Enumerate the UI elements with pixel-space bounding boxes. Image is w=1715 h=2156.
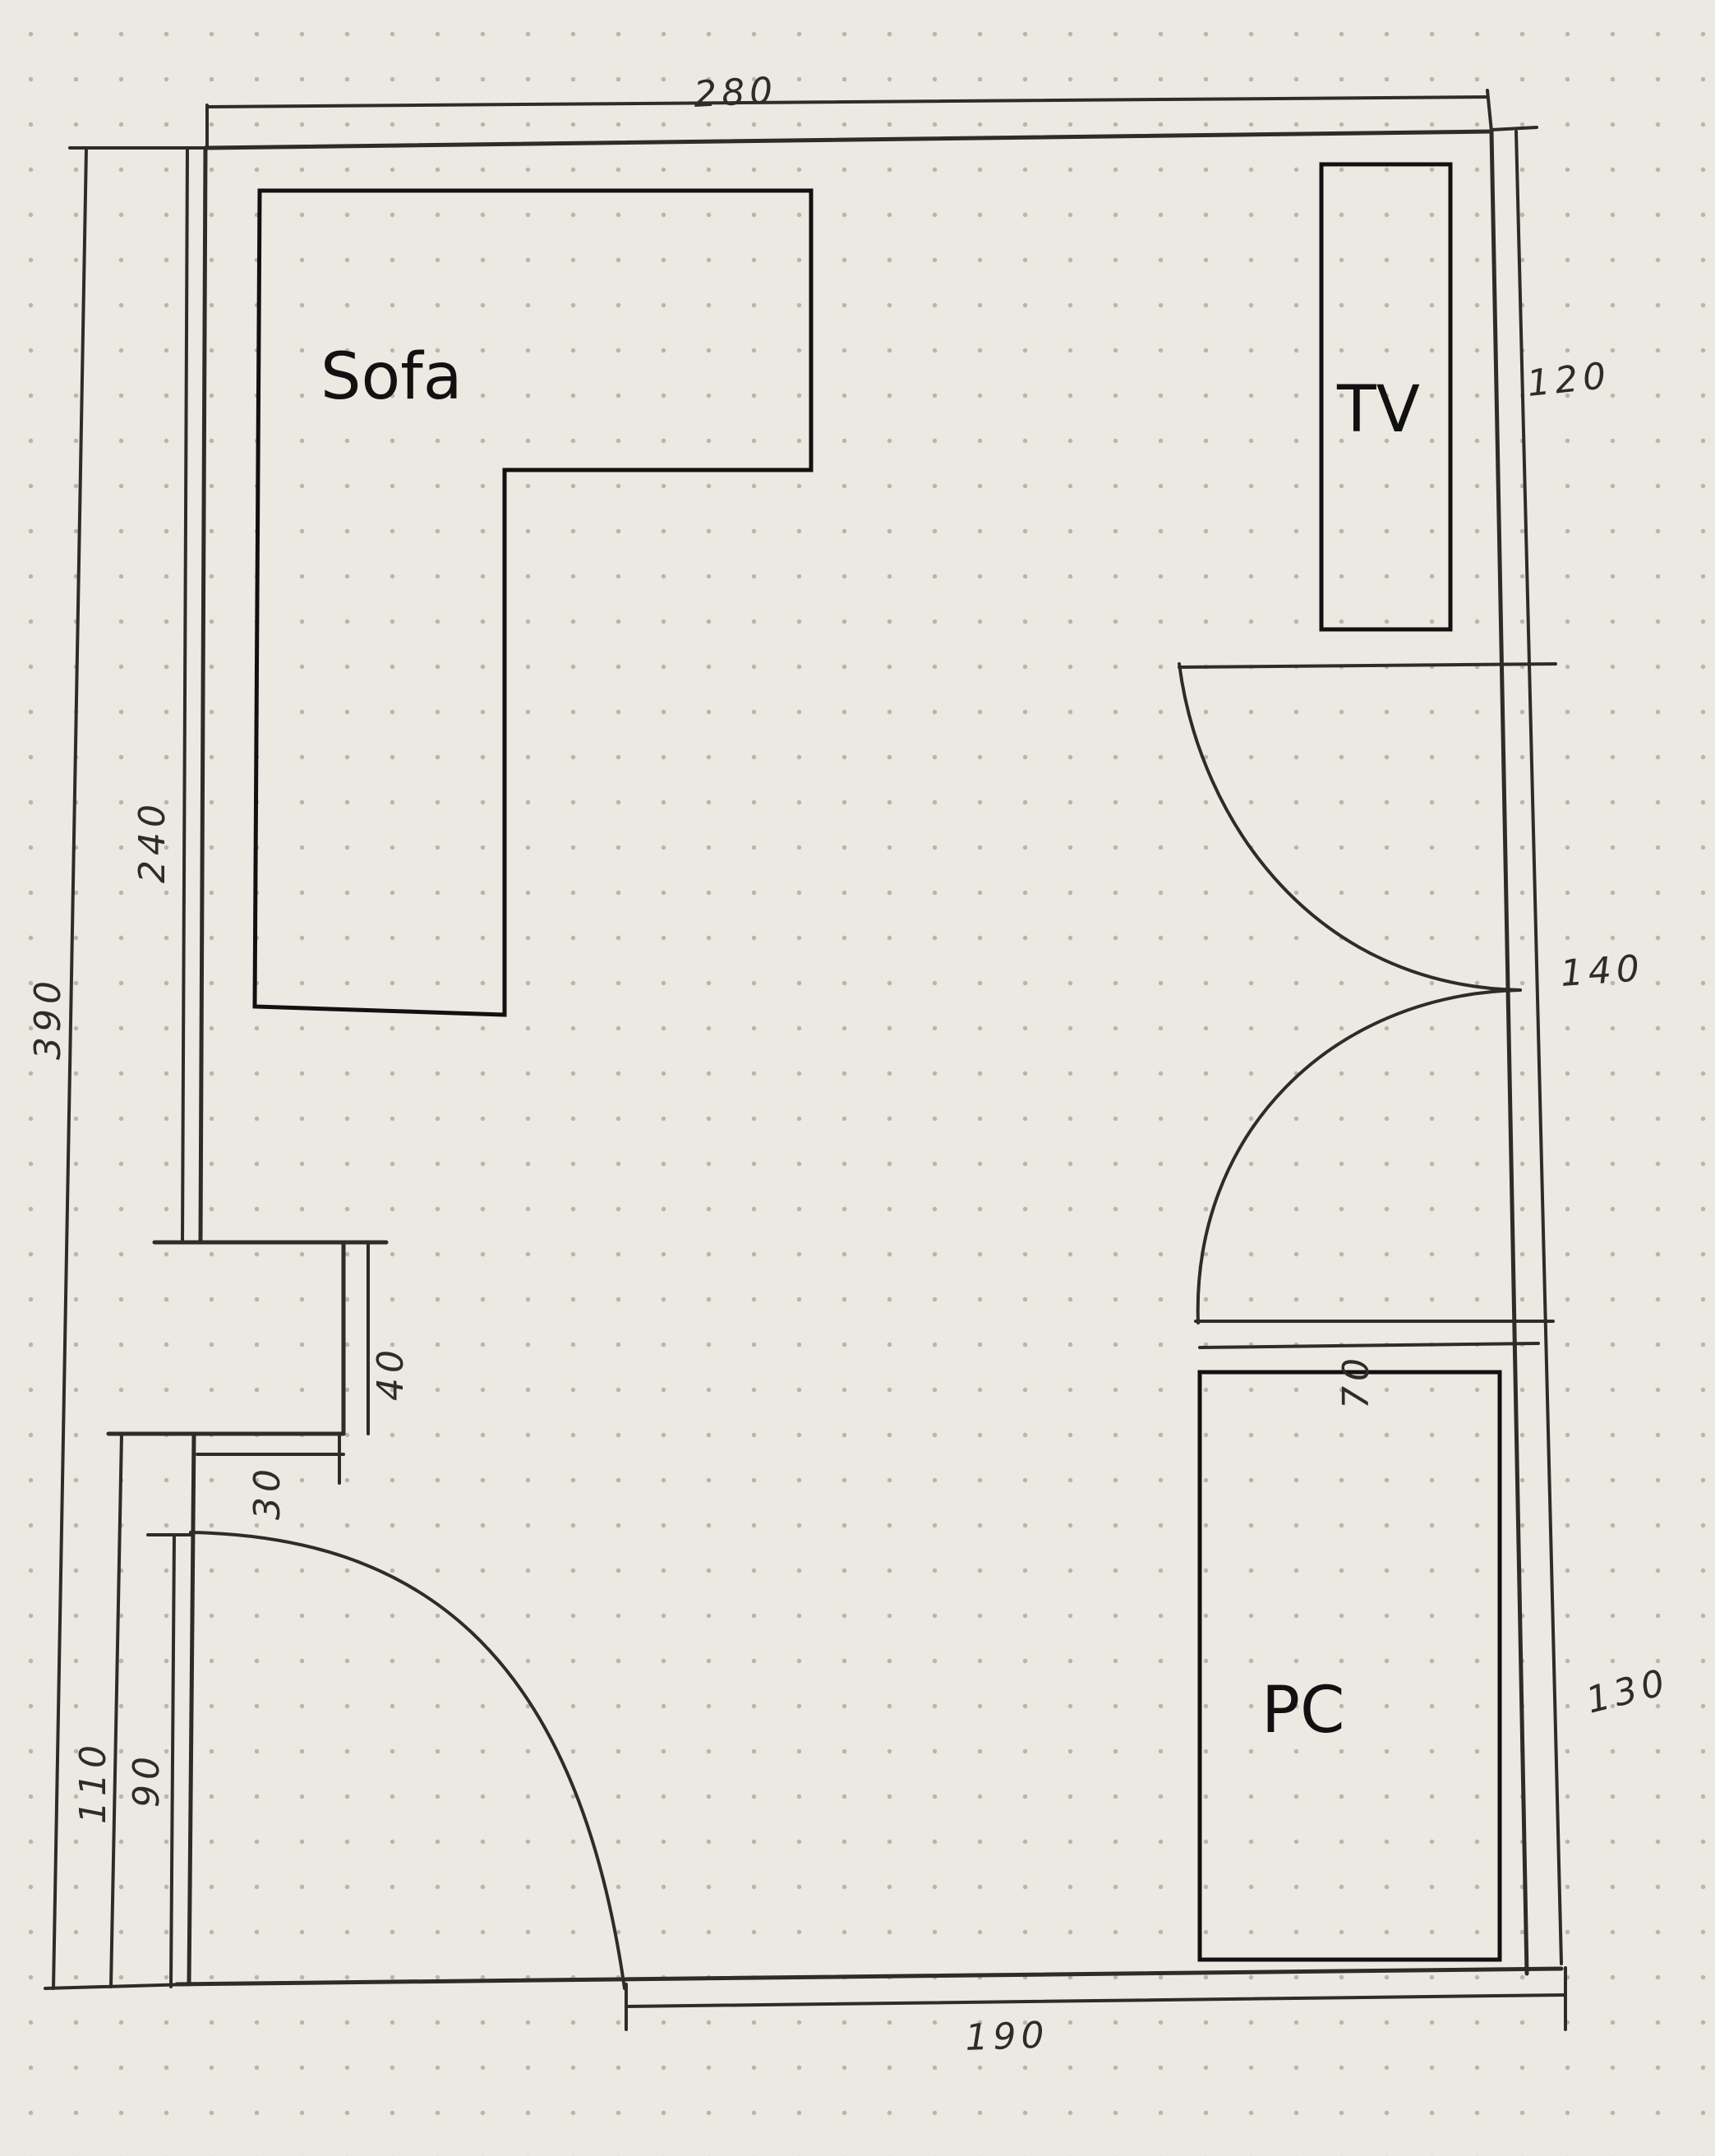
room-wall-left-upper <box>198 145 208 1245</box>
pc-outline <box>1197 1370 1502 1962</box>
dim-line-190 <box>625 1993 1567 2008</box>
dim-tick-right-top <box>1490 126 1538 131</box>
dim-line-90 <box>169 1533 176 1988</box>
dim-line-110 <box>109 1432 123 1988</box>
door-arc-right-lower <box>1196 988 1522 1324</box>
dim-tick-390-bottom <box>44 1983 191 1990</box>
dim-line-280 <box>205 95 1489 108</box>
dim-label-70: 70 <box>1335 1353 1377 1409</box>
door-top-line <box>1178 662 1557 669</box>
pc-gap-line <box>1198 1342 1540 1349</box>
dim-label-190: 190 <box>965 2014 1050 2059</box>
dim-label-240: 240 <box>131 799 173 883</box>
room-wall-top <box>203 129 1494 150</box>
dim-label-280: 280 <box>693 70 779 116</box>
dim-label-90: 90 <box>126 1752 168 1808</box>
dim-label-130: 130 <box>1582 1661 1673 1722</box>
dim-label-120: 120 <box>1525 355 1613 405</box>
pc-label: PC <box>1261 1674 1345 1748</box>
tv-label: TV <box>1336 373 1420 447</box>
dim-tick-280-right <box>1486 89 1493 133</box>
dim-label-30: 30 <box>247 1464 288 1520</box>
door-arc-bottom-left <box>189 1531 626 1990</box>
sofa-label: Sofa <box>320 340 463 414</box>
room-wall-left-lower <box>187 1431 196 1987</box>
sofa-outline <box>252 188 814 1017</box>
dim-line-240 <box>181 146 189 1244</box>
tv-outline <box>1319 162 1453 632</box>
dim-line-right <box>1514 130 1563 1965</box>
door-arc-right-upper <box>1178 662 1522 992</box>
dim-line-390 <box>52 146 88 1990</box>
room-wall-bottom <box>174 1966 1564 1987</box>
dim-label-140: 140 <box>1559 947 1645 995</box>
dim-label-40: 40 <box>370 1345 412 1401</box>
room-wall-right <box>1489 129 1529 1976</box>
dim-label-390: 390 <box>27 976 69 1060</box>
dim-label-110: 110 <box>72 1740 114 1824</box>
